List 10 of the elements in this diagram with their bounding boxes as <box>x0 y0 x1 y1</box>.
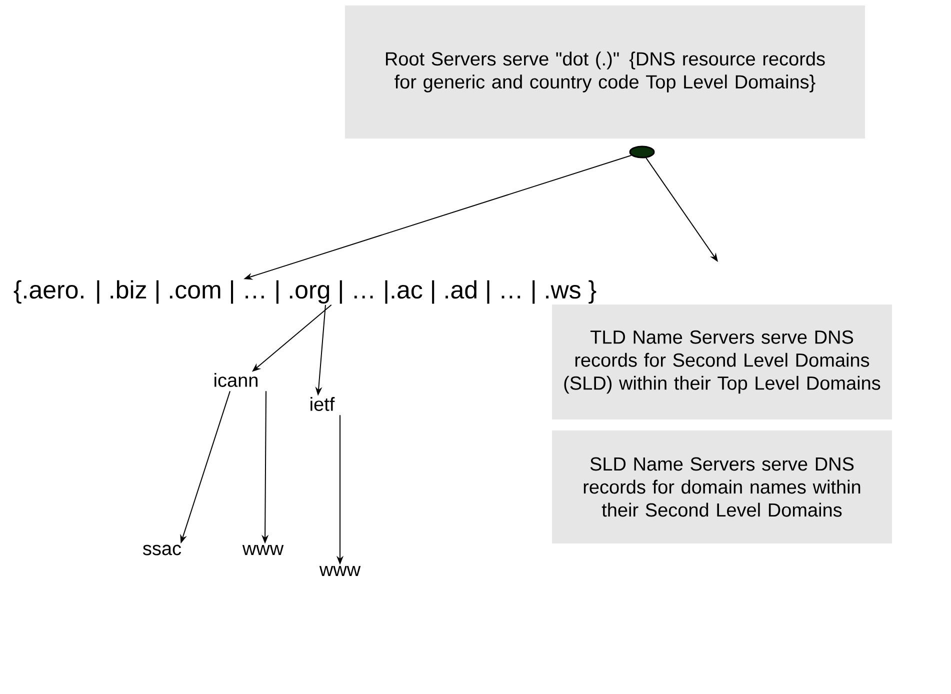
text-box: TLD Name Servers serve DNS records for Second Level Domains (SLD) within their Top Level Domains <box>552 304 892 420</box>
text-box: SLD Name Servers serve DNS records for domain names within their Second Level Domains <box>552 430 892 544</box>
domain-label: {.aero. | .biz | .com | … | .org | … |.ac | .ad | … | .ws } <box>14 280 596 304</box>
text-box: Root Servers serve "dot (.)" {DNS resource records for generic and country code Top Level Domains} <box>345 6 865 138</box>
root-dot <box>629 146 655 158</box>
domain-label: ietf <box>310 397 335 411</box>
domain-label: icann <box>214 373 258 387</box>
domain-label: www <box>242 545 284 556</box>
domain-label: ssac <box>143 544 182 556</box>
domain-label: www <box>319 566 361 576</box>
